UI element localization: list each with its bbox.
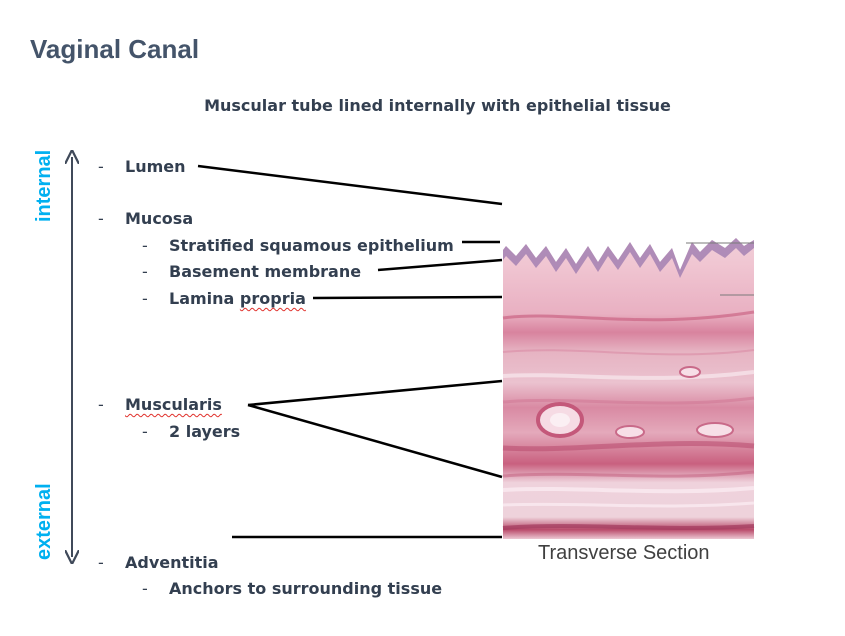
lamina-leader — [312, 295, 503, 300]
bullet-dash: - — [142, 422, 148, 441]
layer-adventitia: Adventitia — [125, 553, 219, 572]
bullet-dash: - — [98, 157, 104, 176]
bullet-dash: - — [142, 262, 148, 281]
lamina-word: Lamina — [169, 289, 240, 308]
muscularis-leader-lower — [247, 403, 503, 479]
subtitle: Muscular tube lined internally with epit… — [204, 96, 671, 115]
bullet-dash: - — [142, 289, 148, 308]
propria-word: propria — [239, 289, 306, 308]
lumen-leader — [197, 164, 503, 206]
layer-epithelium: Stratified squamous epithelium — [169, 236, 454, 255]
layer-anchors: Anchors to surrounding tissue — [169, 579, 443, 598]
layer-lamina-propria: Lamina propria — [169, 289, 306, 308]
layer-two-layers: 2 layers — [169, 422, 241, 441]
bullet-dash: - — [98, 395, 104, 414]
micrograph-caption: Transverse Section — [538, 542, 710, 564]
bullet-dash: - — [142, 579, 148, 598]
basement-leader — [377, 258, 503, 272]
layer-mucosa: Mucosa — [125, 209, 194, 228]
layer-lumen: Lumen — [125, 157, 186, 176]
tissue-micrograph — [502, 226, 755, 539]
leader-lines — [197, 164, 503, 539]
muscularis-leader-upper — [247, 379, 503, 407]
bullet-dash: - — [142, 236, 148, 255]
bullet-dash: - — [98, 209, 104, 228]
page-title: Vaginal Canal — [30, 34, 200, 64]
layer-basement-membrane: Basement membrane — [169, 262, 362, 281]
layer-muscularis: Muscularis — [125, 395, 222, 414]
bullet-dash: - — [98, 553, 104, 572]
